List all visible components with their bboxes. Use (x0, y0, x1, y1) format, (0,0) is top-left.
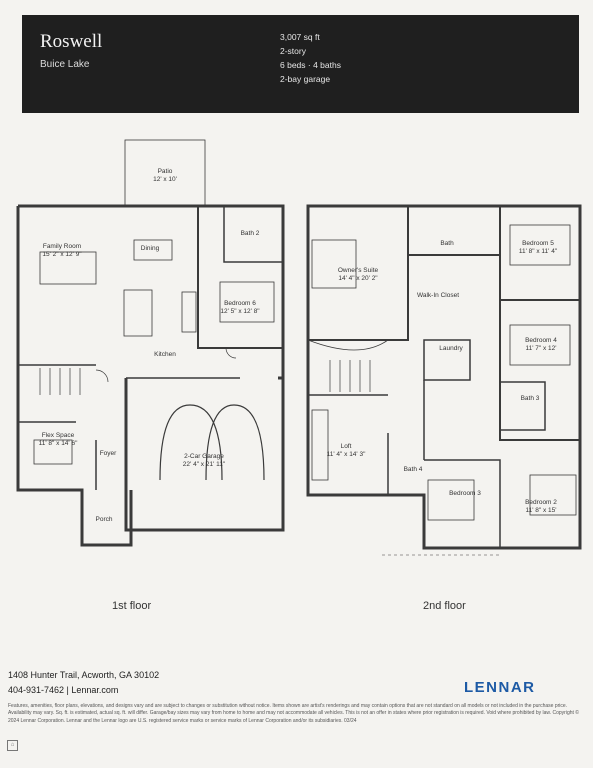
room-dim-flex: 11' 8" x 14' 6" (39, 440, 78, 447)
kitchen-island (123, 289, 153, 337)
bedroom-walls-east (499, 206, 580, 441)
room-label-bedroom5: Bedroom 5 (522, 240, 554, 247)
door-swings-1 (95, 347, 237, 383)
room-label-bedroom6: Bedroom 6 (224, 300, 256, 307)
room-label-family: Family Room (43, 243, 81, 250)
range (181, 291, 197, 333)
model-name: Roswell (40, 31, 103, 52)
garage-car-bays (159, 404, 265, 481)
sofa (39, 251, 97, 285)
spec-garage: 2-bay garage (280, 74, 331, 84)
second-floor-label: 2nd floor (423, 600, 466, 612)
equal-housing-icon: ⌂ (7, 740, 18, 751)
room-label-bedroom2: Bedroom 2 (525, 499, 557, 506)
first-floor-stairs (39, 368, 81, 395)
room-dim-patio: 12' x 10' (153, 176, 177, 183)
first-floor-label: 1st floor (112, 600, 152, 612)
phone-website: 404-931-7462 | Lennar.com (8, 685, 119, 695)
footer-contact: 1408 Hunter Trail, Acworth, GA 30102 404… (8, 668, 159, 698)
second-floor-outer-walls (306, 204, 582, 550)
room-dim-family: 15' 2" x 12' 9" (42, 251, 82, 258)
room-label-kitchen: Kitchen (154, 351, 176, 358)
room-label-laundry: Laundry (439, 345, 463, 352)
room-label-owners: Owner's Suite (338, 267, 379, 274)
room-label-closet: Walk-In Closet (417, 292, 459, 299)
room-label-bath2: Bath 2 (241, 230, 260, 237)
bedroom6-walls (197, 206, 283, 349)
lennar-logo: LENNAR (464, 679, 536, 696)
spec-beds-baths: 6 beds · 4 baths (280, 60, 341, 70)
first-floor-outer-walls (16, 204, 285, 547)
interior-walls-2 (308, 380, 546, 548)
room-dim-garage: 22' 4" x 21' 11" (183, 461, 226, 468)
bed5 (509, 224, 571, 266)
interior-walls-1 (18, 364, 240, 490)
garage-walls (124, 378, 285, 532)
room-label-flex: Flex Space (42, 432, 75, 439)
dining-table (133, 239, 173, 261)
bed3 (427, 479, 475, 521)
room-label-garage: 2-Car Garage (184, 453, 224, 460)
flex-desk (33, 439, 73, 465)
room-dim-bedroom4: 11' 7" x 12' (525, 345, 556, 352)
room-dim-bedroom6: 12' 5" x 12' 8" (220, 308, 260, 315)
spec-sqft: 3,007 sq ft (280, 32, 320, 42)
room-label-bath3: Bath 3 (521, 395, 540, 402)
room-label-foyer: Foyer (100, 450, 117, 457)
stair-rail (307, 339, 389, 351)
plan-specs: 3,007 sq ft 2-story 6 beds · 4 baths 2-b… (280, 30, 341, 86)
spec-stories: 2-story (280, 46, 306, 56)
community-name: Buice Lake (40, 59, 90, 70)
room-label-loft: Loft (341, 443, 352, 450)
room-label-bath4: Bath 4 (404, 466, 423, 473)
plan-header: Roswell Buice Lake 3,007 sq ft 2-story 6… (22, 15, 579, 113)
second-floor-stairs (329, 360, 371, 392)
room-dim-bedroom2: 11' 8" x 15' (525, 507, 556, 514)
bath2-walls (223, 206, 283, 263)
room-label-dining: Dining (141, 245, 160, 252)
room-label-bedroom3: Bedroom 3 (449, 490, 481, 497)
bed2 (529, 474, 577, 516)
room-dim-owners: 14' 4" x 20' 2" (338, 275, 378, 282)
room-label-bath: Bath (440, 240, 454, 247)
loft-sofa (311, 409, 329, 481)
room-dim-bedroom5: 11' 8" x 11' 4" (519, 248, 558, 255)
address: 1408 Hunter Trail, Acworth, GA 30102 (8, 670, 160, 680)
owners-bed (311, 239, 357, 289)
room-label-porch: Porch (96, 516, 113, 523)
room-dim-loft: 11' 4" x 14' 3" (327, 451, 366, 458)
room-label-bedroom4: Bedroom 4 (525, 337, 557, 344)
laundry-walls (423, 339, 471, 381)
owners-suite-walls (308, 206, 501, 341)
legal-disclaimer: Features, amenities, floor plans, elevat… (8, 703, 579, 724)
bed6 (219, 281, 275, 323)
room-label-patio: Patio (158, 168, 173, 175)
bed4 (509, 324, 571, 366)
